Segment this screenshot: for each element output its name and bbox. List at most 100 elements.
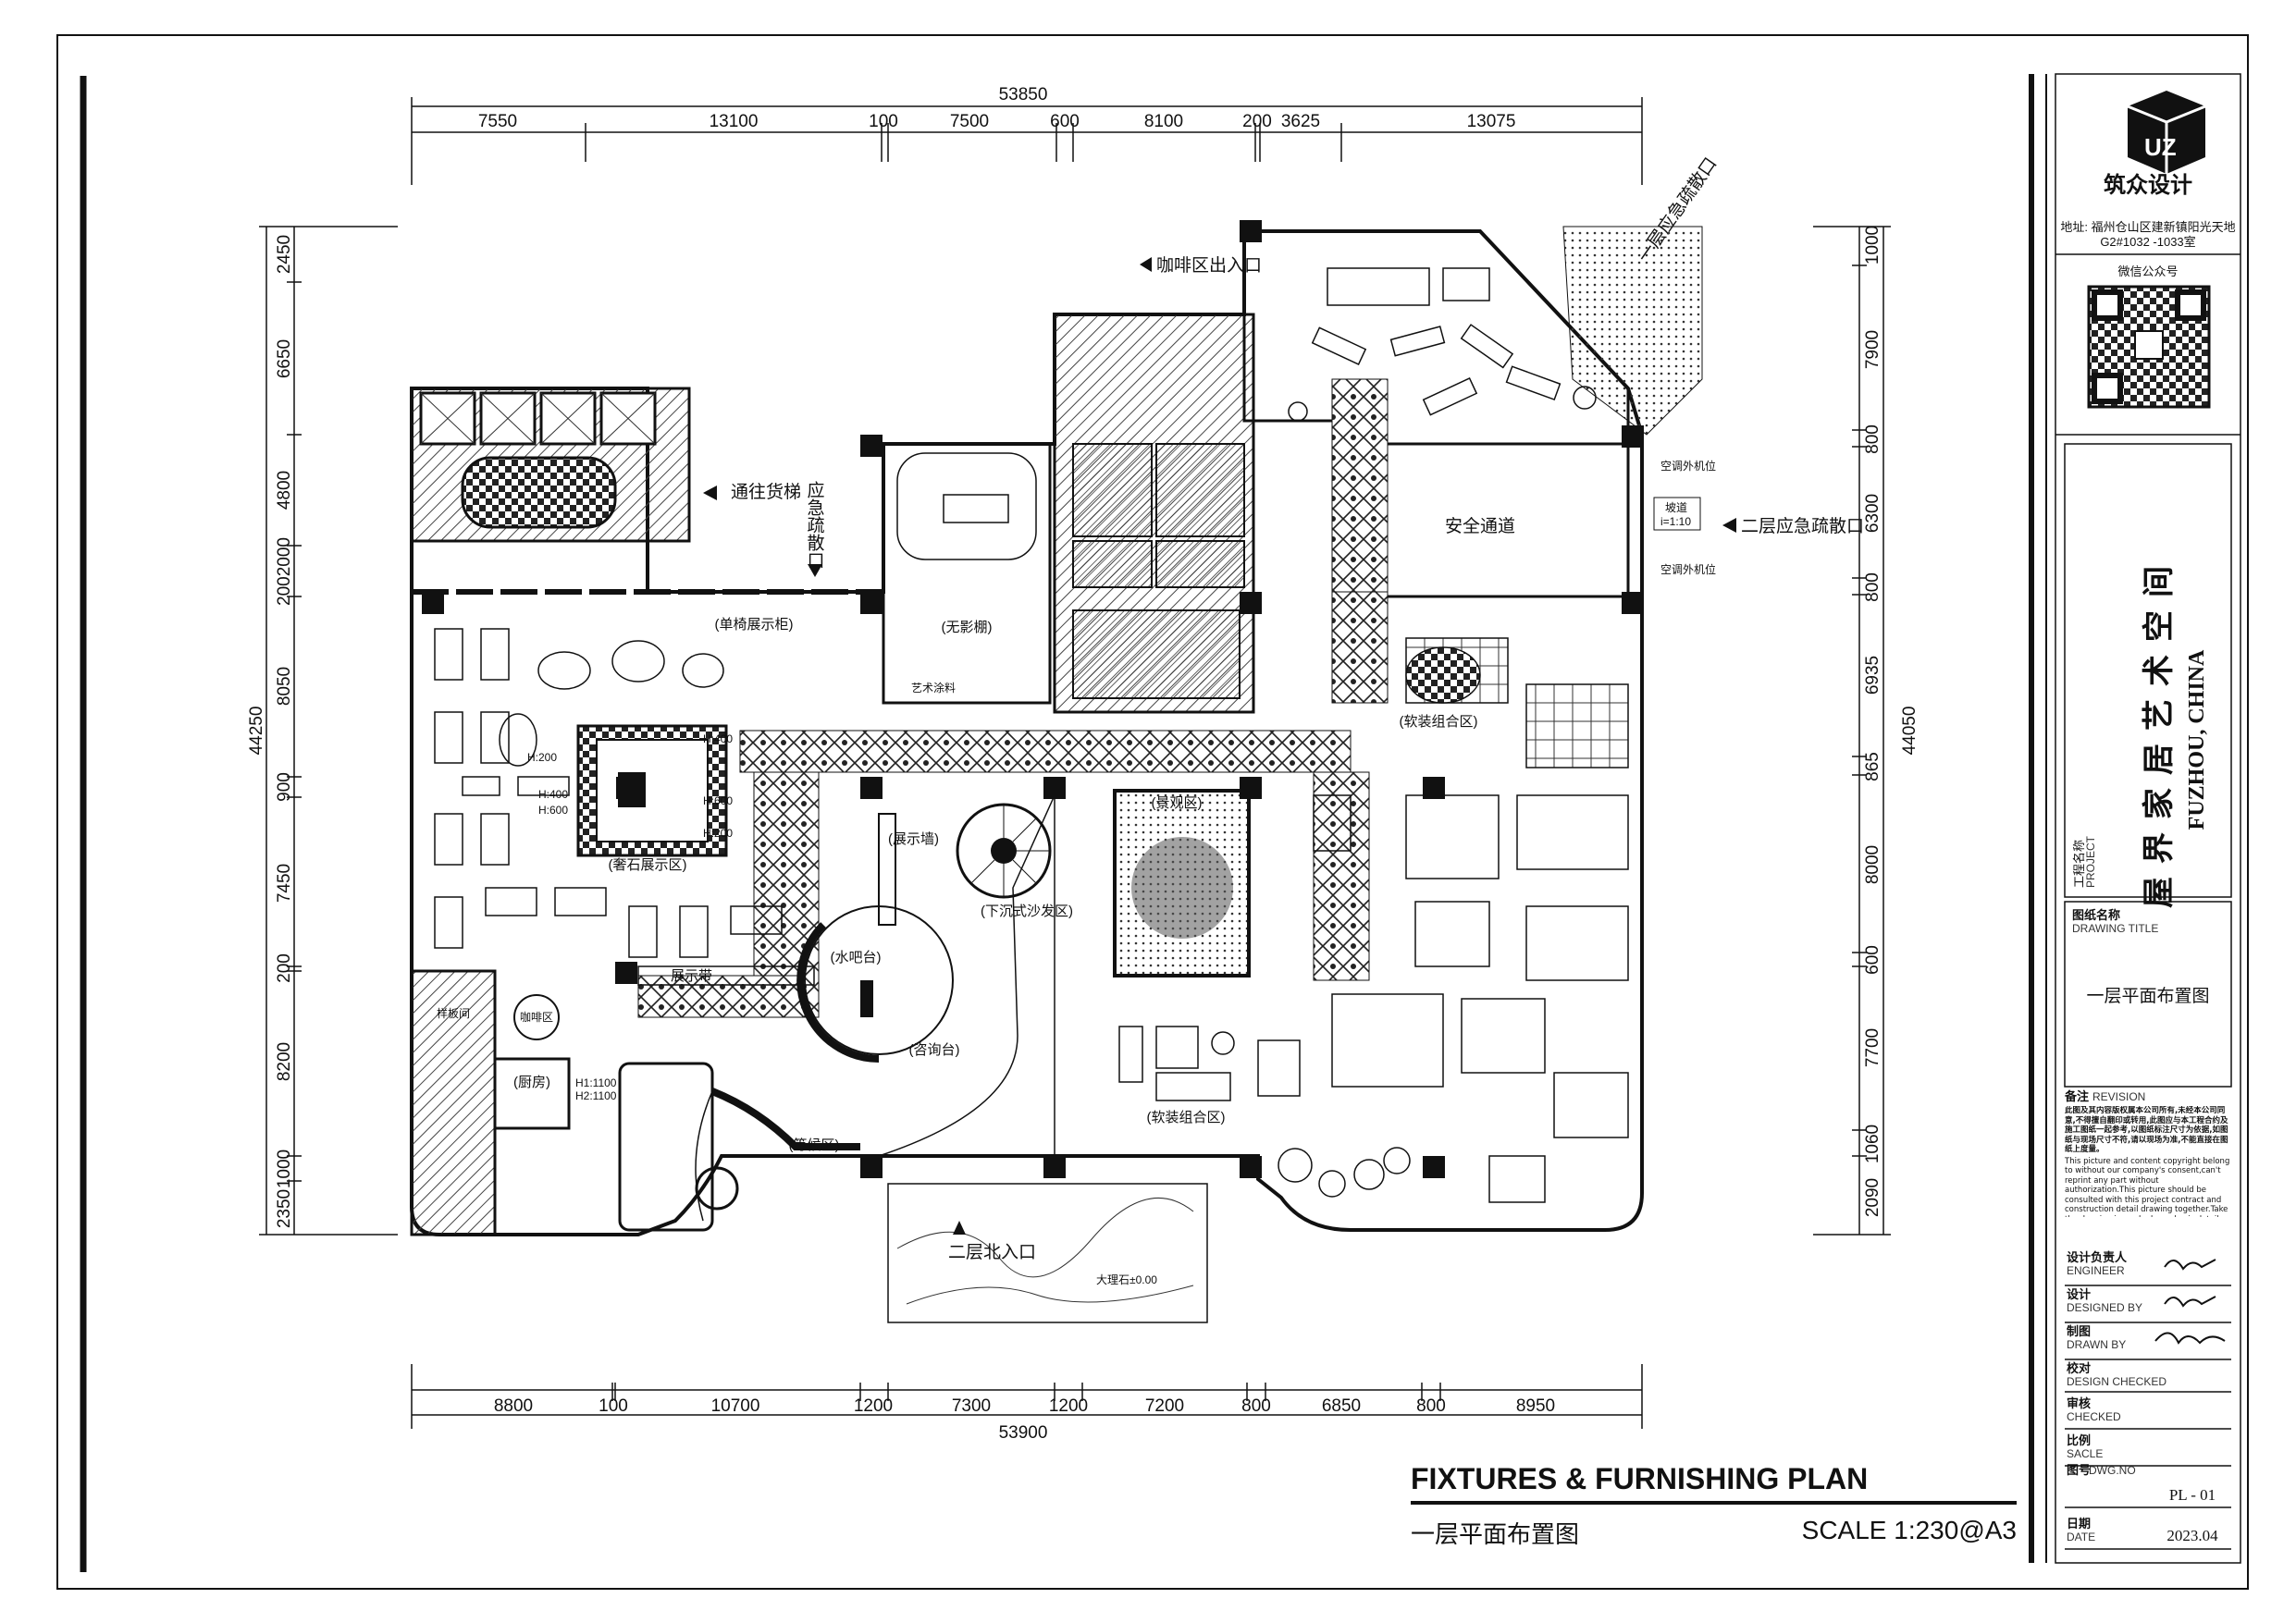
footer-title-cn: 一层平面布置图 bbox=[1411, 1521, 1579, 1548]
bottom-seg-8: 800 bbox=[1241, 1396, 1271, 1416]
top-dimension-text: 53850 7550 13100 100 7500 600 8100 200 3… bbox=[478, 85, 1516, 131]
columns bbox=[422, 220, 1644, 1178]
right-seg-1: 1000 bbox=[1863, 226, 1882, 264]
drawn-en: DRAWN BY bbox=[2067, 1338, 2126, 1351]
arrow-up-icon bbox=[953, 1221, 966, 1235]
checked2-en: CHECKED bbox=[2067, 1410, 2121, 1423]
landscape-label: (景观区) bbox=[1152, 795, 1203, 811]
dwgno-value: PL - 01 bbox=[2169, 1486, 2216, 1504]
right-seg-8: 8000 bbox=[1863, 845, 1882, 884]
left-seg-4: 2002000 bbox=[275, 537, 294, 606]
left-seg-3: 4800 bbox=[275, 471, 294, 510]
footer-scale: SCALE 1:230@A3 bbox=[1802, 1516, 2017, 1544]
drawing-title: 一层平面布置图 bbox=[2086, 986, 2209, 1006]
top-seg-5: 600 bbox=[1050, 112, 1080, 131]
ramp-ratio-label: i=1:10 bbox=[1660, 515, 1691, 528]
soft-combo-label-2: (软装组合区) bbox=[1147, 1110, 1226, 1125]
art-painting-label: 艺术涂料 bbox=[911, 681, 956, 695]
bottom-seg-11: 8950 bbox=[1516, 1396, 1555, 1416]
floor-plan: 通往货梯 应急疏散口 (无影棚) 艺术涂料 bbox=[410, 154, 1864, 1323]
water-bar-label: (水吧台) bbox=[831, 950, 882, 965]
bottom-seg-3: 10700 bbox=[711, 1396, 760, 1416]
bottom-seg-9: 6850 bbox=[1322, 1396, 1361, 1416]
left-seg-7: 7450 bbox=[275, 864, 294, 903]
right-dimensions bbox=[1813, 226, 1891, 1236]
sunken-sofa-label: (下沉式沙发区) bbox=[981, 904, 1073, 919]
bottom-seg-5: 7300 bbox=[952, 1396, 991, 1416]
water-bar-block bbox=[860, 980, 873, 1017]
walkway-vertical-mid bbox=[1331, 591, 1389, 704]
engineer-cn: 设计负责人 bbox=[2067, 1250, 2128, 1264]
bottom-total: 53900 bbox=[999, 1423, 1048, 1443]
marble-vein-1 bbox=[896, 1198, 1194, 1278]
bottom-seg-2: 100 bbox=[599, 1396, 628, 1416]
footer-title-en: FIXTURES & FURNISHING PLAN bbox=[1411, 1462, 1868, 1495]
water-bar-circle bbox=[804, 905, 954, 1055]
top-seg-9: 13075 bbox=[1467, 112, 1516, 131]
walkway-vertical-right bbox=[1331, 378, 1389, 593]
top-seg-7: 200 bbox=[1242, 112, 1272, 131]
wechat-label: 微信公众号 bbox=[2117, 264, 2178, 278]
stone-displays bbox=[434, 628, 783, 958]
date-en: DATE bbox=[2067, 1531, 2095, 1543]
footer-title: FIXTURES & FURNISHING PLAN 一层平面布置图 SCALE… bbox=[1411, 1462, 2017, 1548]
spiral-stair-core bbox=[991, 838, 1017, 864]
second-emergency-arrow-icon bbox=[1722, 518, 1736, 533]
bottom-seg-6: 1200 bbox=[1049, 1396, 1088, 1416]
h-note-1100b: H2:1100 bbox=[575, 1089, 617, 1102]
spiral-treads bbox=[970, 805, 1050, 897]
address-line-2: G2#1032 -1033室 bbox=[2100, 235, 2195, 249]
date-value: 2023.04 bbox=[2166, 1527, 2218, 1544]
right-seg-6: 6935 bbox=[1863, 656, 1882, 695]
right-seg-11: 1060 bbox=[1863, 1125, 1882, 1163]
dining-table bbox=[513, 994, 560, 1040]
left-dimensions bbox=[259, 226, 398, 1236]
left-seg-2: 6650 bbox=[275, 339, 294, 378]
project-name: 屋界家居艺术空间 bbox=[2142, 553, 2177, 908]
second-floor-emergency-label: 二层应急疏散口 bbox=[1741, 516, 1864, 536]
soft-furnishing-right bbox=[1278, 637, 1629, 1203]
drawn-cn: 制图 bbox=[2067, 1324, 2091, 1338]
top-dimensions bbox=[411, 97, 1643, 185]
revision-cn-label: 备注 bbox=[2064, 1089, 2089, 1103]
kitchen-room bbox=[493, 1057, 571, 1130]
bottom-seg-10: 800 bbox=[1416, 1396, 1446, 1416]
left-seg-1: 2450 bbox=[275, 235, 294, 274]
company-logo: UZ bbox=[2127, 91, 2206, 174]
right-seg-3: 800 bbox=[1863, 424, 1882, 454]
top-seg-2: 13100 bbox=[710, 112, 759, 131]
designer-signature bbox=[2164, 1296, 2216, 1308]
left-seg-6: 900 bbox=[275, 772, 294, 802]
drawing-title-cn-label: 图纸名称 bbox=[2072, 908, 2120, 922]
exterior-planting bbox=[1562, 226, 1703, 436]
right-seg-4: 6300 bbox=[1863, 494, 1882, 533]
qr-finder-patterns bbox=[2092, 289, 2206, 404]
kitchen-label: (厨房) bbox=[513, 1075, 550, 1090]
bottom-seg-1: 8800 bbox=[494, 1396, 533, 1416]
shed-sofa bbox=[943, 494, 1009, 523]
soft-furnishing-center bbox=[1118, 1026, 1301, 1101]
top-seg-3: 100 bbox=[869, 112, 898, 131]
notes-cn: 此图及其内容版权属本公司所有,未经本公司同意,不得擅自翻印或转用,此图应与本工程… bbox=[2065, 1106, 2228, 1154]
right-dimension-text: 1000 7900 800 6300 800 6935 865 8000 600… bbox=[1863, 226, 1920, 1217]
shadowless-shed-label: (无影棚) bbox=[942, 620, 993, 635]
walkway-right-mid bbox=[1313, 771, 1370, 981]
left-total: 44250 bbox=[247, 707, 266, 756]
consult-desk-label: (咨询台) bbox=[909, 1042, 960, 1058]
address-line-1: 地址: 福州仓山区建新镇阳光天地 bbox=[2060, 220, 2235, 234]
display-wall-label: (展示墙) bbox=[888, 831, 939, 847]
safety-corridor-label: 安全通道 bbox=[1445, 516, 1515, 536]
top-seg-1: 7550 bbox=[478, 112, 517, 131]
notes-en: This picture and content copyright belon… bbox=[2065, 1156, 2230, 1218]
right-total: 44050 bbox=[1900, 707, 1920, 756]
h-note-400b: H:400 bbox=[703, 732, 733, 745]
company-name: 筑众设计 bbox=[2104, 172, 2192, 198]
designed-cn: 设计 bbox=[2067, 1287, 2091, 1301]
display-belt bbox=[637, 965, 815, 986]
designed-en: DESIGNED BY bbox=[2067, 1301, 2142, 1314]
h-note-1100a: H1:1100 bbox=[575, 1076, 617, 1089]
title-block: UZ 筑众设计 地址: 福州仓山区建新镇阳光天地 G2#1032 -1033室 … bbox=[2029, 73, 2241, 1564]
scale-en: SACLE bbox=[2067, 1447, 2103, 1460]
right-seg-5: 800 bbox=[1863, 572, 1882, 602]
marble-label: 大理石±0.00 bbox=[1096, 1273, 1157, 1286]
